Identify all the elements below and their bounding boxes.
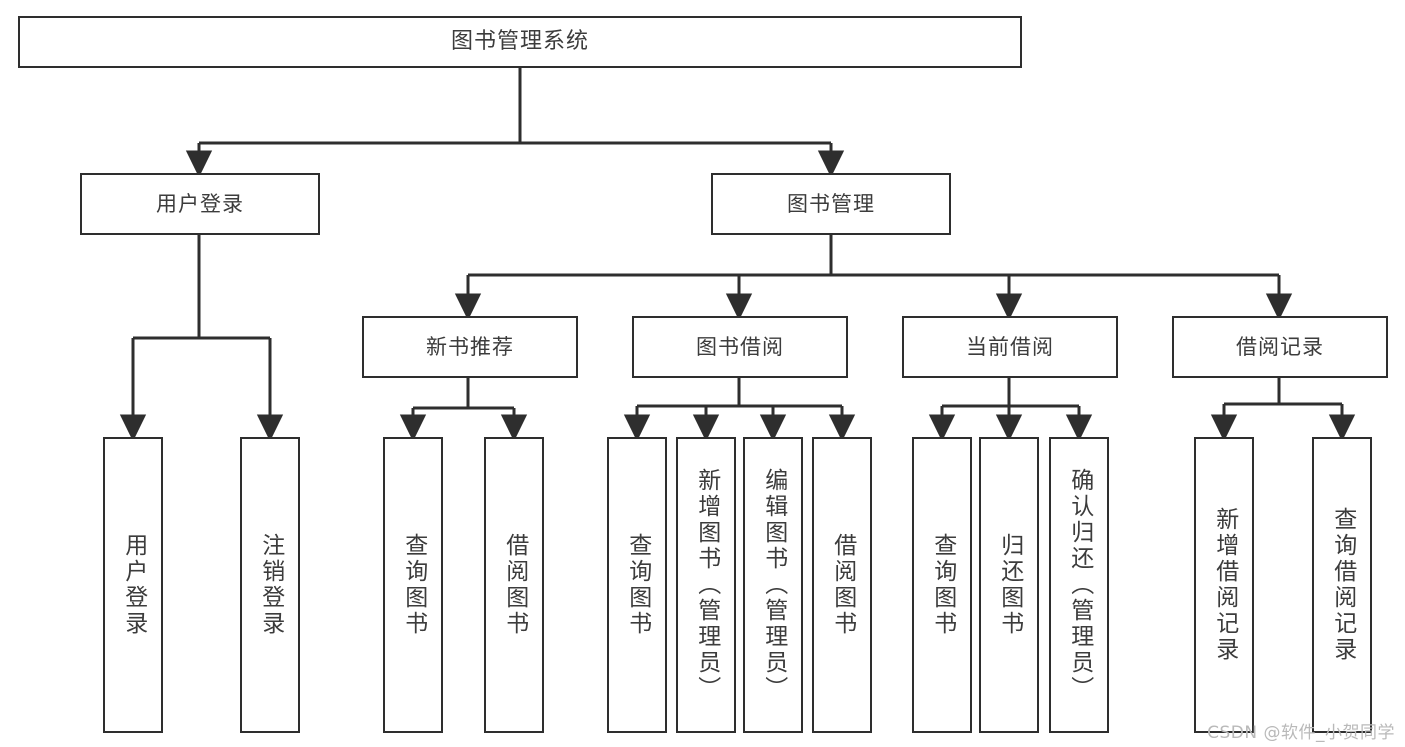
- node-label: 新书推荐: [426, 334, 514, 359]
- node-book-borrow[interactable]: 图书借阅: [632, 316, 848, 378]
- node-label: 图书借阅: [696, 334, 784, 359]
- leaf-confirm-return-admin[interactable]: 确认归还（管理员）: [1049, 437, 1109, 733]
- node-label: 新增借阅记录: [1211, 507, 1238, 663]
- leaf-search-book-borrow[interactable]: 查询图书: [607, 437, 667, 733]
- leaf-borrow-book-recommend[interactable]: 借阅图书: [484, 437, 544, 733]
- node-label: 用户登录: [156, 191, 244, 216]
- node-label: 借阅记录: [1236, 334, 1324, 359]
- leaf-user-login[interactable]: 用户登录: [103, 437, 163, 733]
- leaf-search-borrow-record[interactable]: 查询借阅记录: [1312, 437, 1372, 733]
- node-label: 归还图书: [996, 533, 1023, 637]
- leaf-add-book-admin[interactable]: 新增图书（管理员）: [676, 437, 736, 733]
- node-label: 当前借阅: [966, 334, 1054, 359]
- node-label: 编辑图书（管理员）: [760, 468, 787, 702]
- node-label: 查询借阅记录: [1329, 507, 1356, 663]
- node-user-login[interactable]: 用户登录: [80, 173, 320, 235]
- node-label: 查询图书: [624, 533, 651, 637]
- node-new-book-recommend[interactable]: 新书推荐: [362, 316, 578, 378]
- node-label: 查询图书: [400, 533, 427, 637]
- node-root-system[interactable]: 图书管理系统: [18, 16, 1022, 68]
- csdn-watermark: CSDN @软件_小贺同学: [1207, 723, 1395, 743]
- leaf-user-logout[interactable]: 注销登录: [240, 437, 300, 733]
- node-label: 新增图书（管理员）: [693, 468, 720, 702]
- leaf-search-book-current[interactable]: 查询图书: [912, 437, 972, 733]
- node-label: 图书管理系统: [450, 29, 589, 55]
- node-borrow-records[interactable]: 借阅记录: [1172, 316, 1388, 378]
- leaf-search-book-recommend[interactable]: 查询图书: [383, 437, 443, 733]
- node-label: 用户登录: [120, 533, 147, 637]
- node-label: 图书管理: [787, 191, 875, 216]
- node-label: 查询图书: [929, 533, 956, 637]
- node-label: 确认归还（管理员）: [1066, 468, 1093, 702]
- leaf-edit-book-admin[interactable]: 编辑图书（管理员）: [743, 437, 803, 733]
- node-label: 借阅图书: [829, 533, 856, 637]
- node-label: 注销登录: [257, 533, 284, 637]
- node-book-management[interactable]: 图书管理: [711, 173, 951, 235]
- leaf-return-book[interactable]: 归还图书: [979, 437, 1039, 733]
- leaf-add-borrow-record[interactable]: 新增借阅记录: [1194, 437, 1254, 733]
- node-current-borrow[interactable]: 当前借阅: [902, 316, 1118, 378]
- leaf-borrow-book[interactable]: 借阅图书: [812, 437, 872, 733]
- node-label: 借阅图书: [501, 533, 528, 637]
